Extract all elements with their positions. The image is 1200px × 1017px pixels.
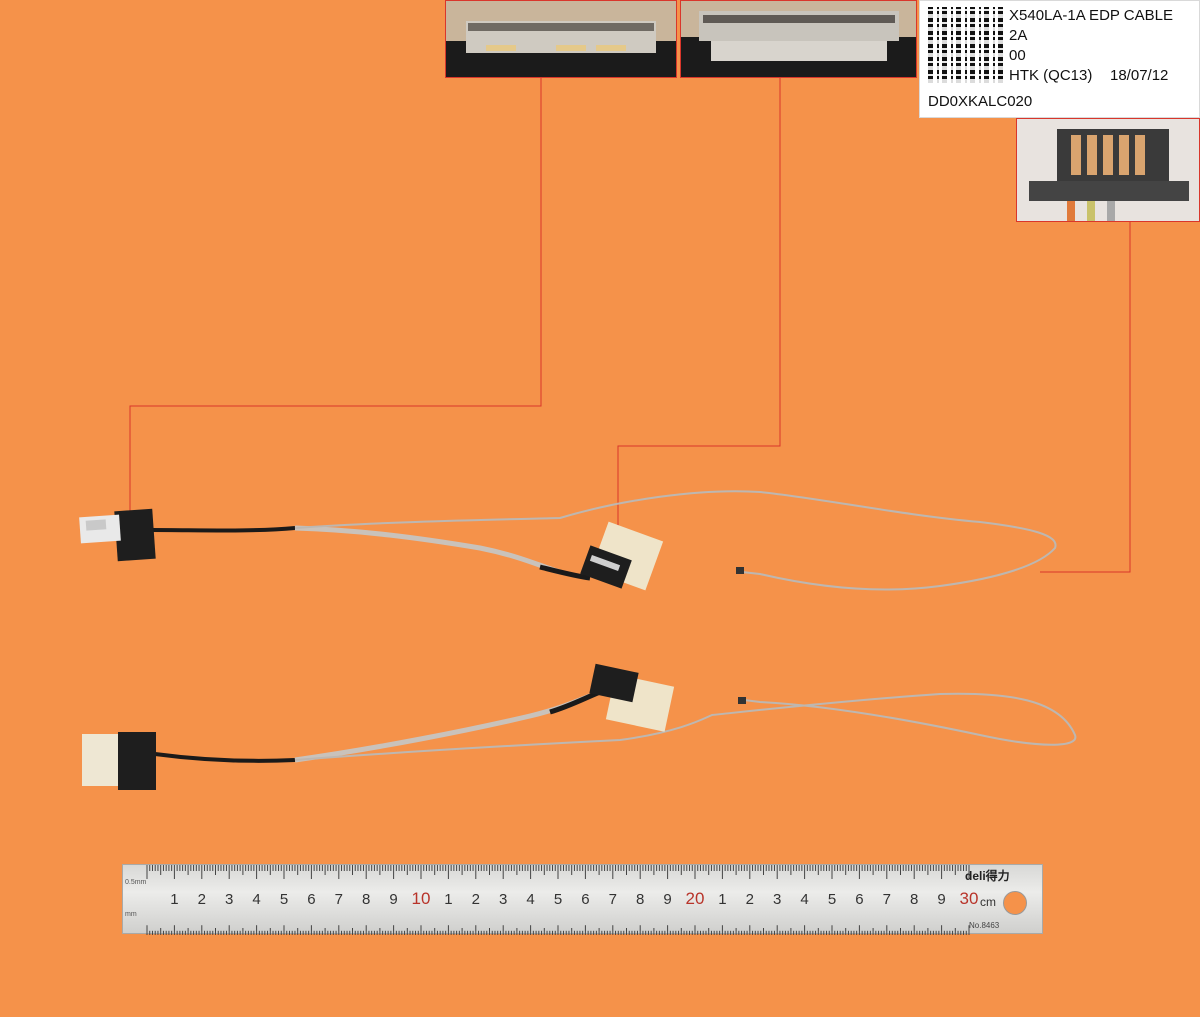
- ruler-number: 1: [718, 891, 727, 908]
- label-date: 18/07/12: [1110, 67, 1169, 84]
- ruler-number: 20: [685, 889, 705, 908]
- ruler-number: 6: [307, 891, 316, 908]
- ruler-number: 3: [499, 891, 508, 908]
- ruler-number: 2: [197, 891, 206, 908]
- label-model: X540LA-1A EDP CABLE: [1009, 7, 1173, 24]
- callout-lines: [129, 78, 1131, 577]
- ruler-number: 4: [252, 891, 261, 908]
- ruler-number: 10: [411, 889, 431, 908]
- label-vendor: HTK (QC13): [1009, 67, 1093, 84]
- connector-closeup-left: [445, 0, 677, 78]
- ruler-number: 6: [855, 891, 864, 908]
- ruler-number: 7: [334, 891, 343, 908]
- ruler-number: 8: [910, 891, 919, 908]
- ruler-number: 1: [170, 891, 179, 908]
- ruler-number: 9: [663, 891, 672, 908]
- label-revision: 2A: [1009, 27, 1028, 44]
- ruler-number: 5: [279, 891, 289, 908]
- ruler-number: 2: [745, 891, 754, 908]
- ruler-number: 1: [444, 891, 453, 908]
- connector-closeup-middle: [680, 0, 917, 78]
- ruler-number: 8: [636, 891, 645, 908]
- label-code: 00: [1009, 47, 1026, 64]
- ruler-number: 4: [800, 891, 809, 908]
- ruler-number: 3: [773, 891, 782, 908]
- ruler-hang-hole: [1003, 891, 1027, 915]
- cable-bottom: [82, 663, 1077, 790]
- product-label: X540LA-1A EDP CABLE 2A 00 HTK (QC13) 18/…: [919, 0, 1200, 118]
- ruler-number: 7: [608, 891, 617, 908]
- ruler-number: 5: [827, 891, 837, 908]
- ruler-number: 5: [553, 891, 563, 908]
- ruler-number: 9: [389, 891, 398, 908]
- ruler-number: 8: [362, 891, 371, 908]
- ruler-unit: cm: [980, 895, 996, 909]
- qr-code: [928, 7, 1004, 83]
- ruler-number: 30: [959, 889, 979, 908]
- ruler-ticks: [146, 865, 970, 935]
- label-part-number: DD0XKALC020: [928, 93, 1033, 110]
- cable-top: [79, 490, 1057, 591]
- ruler-mm-label-bottom: mm: [125, 911, 137, 918]
- ruler-number: 3: [225, 891, 234, 908]
- ruler-number: 6: [581, 891, 590, 908]
- ruler-number: 4: [526, 891, 535, 908]
- connector-closeup-small: [1016, 118, 1200, 222]
- ruler-brand: deli得力: [965, 869, 1010, 883]
- ruler-mm-label: 0.5mm: [125, 879, 147, 886]
- ruler-number: 2: [471, 891, 480, 908]
- ruler-model-number: No.8463: [969, 921, 1000, 930]
- ruler-number: 9: [937, 891, 946, 908]
- ruler-number: 7: [882, 891, 891, 908]
